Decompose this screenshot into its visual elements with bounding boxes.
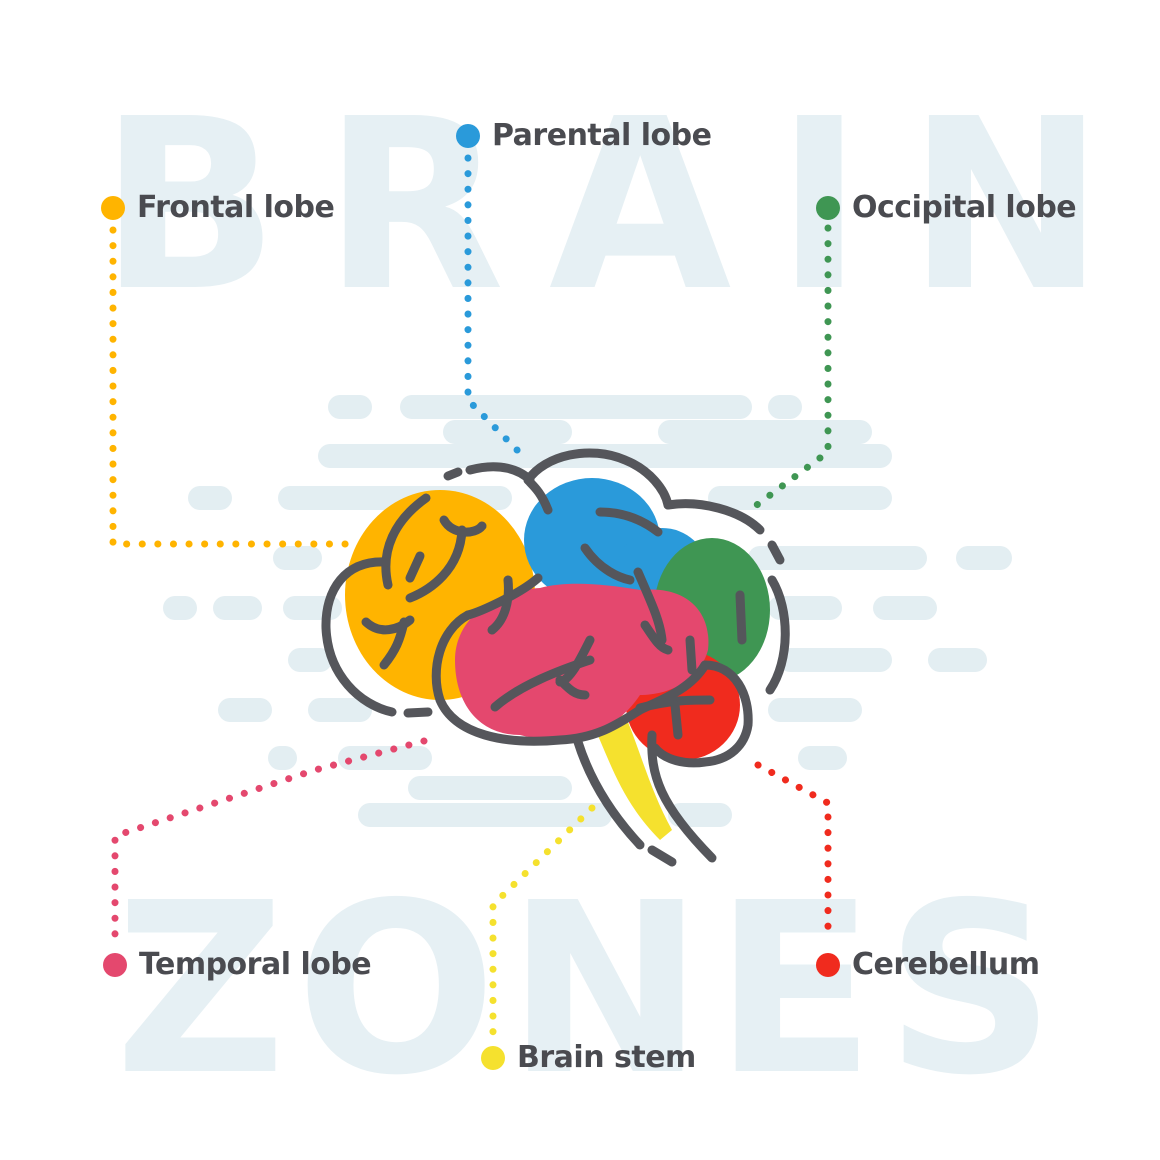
frontal-marker-icon bbox=[101, 195, 125, 220]
connector-cerebellum bbox=[754, 761, 832, 944]
connector-frontal bbox=[109, 226, 352, 548]
label-frontal-lobe: Frontal lobe bbox=[101, 190, 335, 225]
parietal-lobe-label: Parental lobe bbox=[492, 118, 712, 153]
connector-brainstem bbox=[489, 804, 596, 1044]
label-brain-stem: Brain stem bbox=[481, 1040, 696, 1075]
label-occipital-lobe: Occipital lobe bbox=[816, 190, 1077, 225]
occipital-marker-icon bbox=[816, 195, 840, 220]
connector-temporal bbox=[111, 737, 428, 944]
connector-lines bbox=[109, 154, 832, 1044]
occipital-lobe-label: Occipital lobe bbox=[852, 190, 1077, 225]
connector-occipital bbox=[746, 224, 832, 514]
watermark-zones: ZONES bbox=[114, 852, 1066, 1127]
brain-stem-label: Brain stem bbox=[517, 1040, 696, 1075]
cerebellum-label: Cerebellum bbox=[852, 947, 1040, 982]
label-parietal-lobe: Parental lobe bbox=[456, 118, 712, 153]
watermark-brain: BRAIN bbox=[99, 68, 1149, 343]
zone-brainstem bbox=[590, 715, 672, 840]
parietal-marker-icon bbox=[456, 123, 480, 148]
temporal-marker-icon bbox=[103, 952, 127, 977]
cerebellum-marker-icon bbox=[816, 952, 840, 977]
brain-icon bbox=[321, 448, 790, 867]
label-temporal-lobe: Temporal lobe bbox=[103, 947, 372, 982]
brainstem-marker-icon bbox=[481, 1045, 505, 1070]
frontal-lobe-label: Frontal lobe bbox=[137, 190, 335, 225]
label-cerebellum: Cerebellum bbox=[816, 947, 1040, 982]
temporal-lobe-label: Temporal lobe bbox=[139, 947, 372, 982]
connector-parietal bbox=[464, 154, 526, 459]
